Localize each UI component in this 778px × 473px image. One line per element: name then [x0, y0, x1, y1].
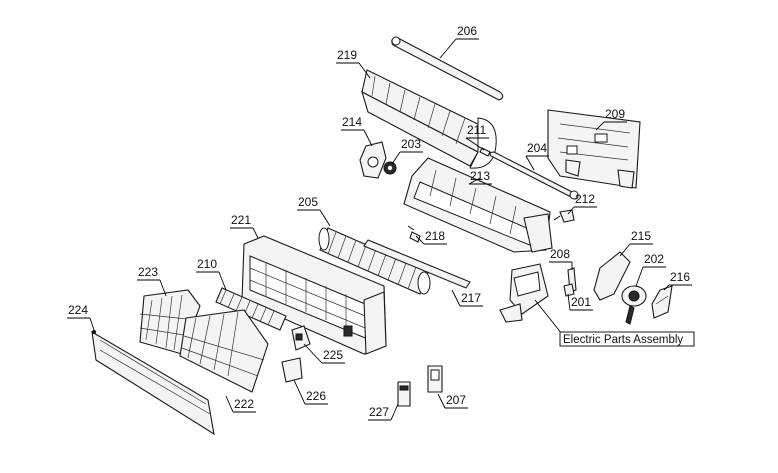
part-202-fan-motor [621, 285, 647, 325]
label-207: 207 [446, 393, 466, 407]
part-211-pin [479, 147, 491, 157]
label-212: 212 [575, 192, 595, 206]
part-201-small-part [563, 283, 575, 297]
label-206: 206 [457, 24, 477, 38]
part-219-evaporator [361, 69, 497, 169]
leader-lines [67, 38, 692, 421]
part-number-labels: 206 219 209 214 203 211 204 213 212 205 … [68, 24, 690, 419]
label-227: 227 [369, 405, 389, 419]
part-216-motor-cover [651, 285, 673, 319]
label-218: 218 [425, 229, 445, 243]
electric-parts-assembly [499, 263, 549, 323]
part-224-front-grille [91, 330, 215, 436]
part-222-front-panel [179, 309, 269, 393]
part-207-remote-holder [427, 365, 443, 393]
part-209-mounting-plate [547, 109, 641, 189]
label-208: 208 [550, 247, 570, 261]
label-204: 204 [527, 141, 547, 155]
electric-parts-callout: Electric Parts Assembly [559, 331, 695, 347]
label-215: 215 [631, 229, 651, 243]
part-215-motor-bracket [593, 251, 631, 301]
label-225: 225 [323, 348, 343, 362]
label-216: 216 [670, 270, 690, 284]
part-206-tube [391, 36, 504, 101]
label-222: 222 [234, 397, 254, 411]
label-214: 214 [342, 115, 362, 129]
label-224: 224 [68, 303, 88, 317]
label-203: 203 [401, 137, 421, 151]
label-201: 201 [571, 295, 591, 309]
label-210: 210 [197, 257, 217, 271]
part-214-bearing-holder [359, 141, 387, 179]
label-213: 213 [470, 169, 490, 183]
label-226: 226 [306, 389, 326, 403]
label-223: 223 [138, 265, 158, 279]
part-203-bearing [383, 161, 397, 175]
label-202: 202 [644, 252, 664, 266]
label-217: 217 [461, 291, 481, 305]
part-210-grille [215, 287, 287, 331]
label-205: 205 [298, 195, 318, 209]
label-219: 219 [337, 48, 357, 62]
part-227-remote [397, 381, 411, 407]
part-218-sensor [407, 225, 421, 243]
part-226-control-box [281, 357, 303, 383]
label-211: 211 [467, 123, 486, 137]
part-225-display-board [291, 325, 311, 351]
part-217-louver [363, 239, 471, 289]
electric-parts-callout-text: Electric Parts Assembly [563, 334, 683, 346]
label-221: 221 [231, 213, 251, 227]
part-204-shaft [489, 151, 579, 200]
part-213-drain-pan [403, 157, 553, 253]
part-212-clip [553, 209, 575, 223]
label-209: 209 [605, 107, 625, 121]
